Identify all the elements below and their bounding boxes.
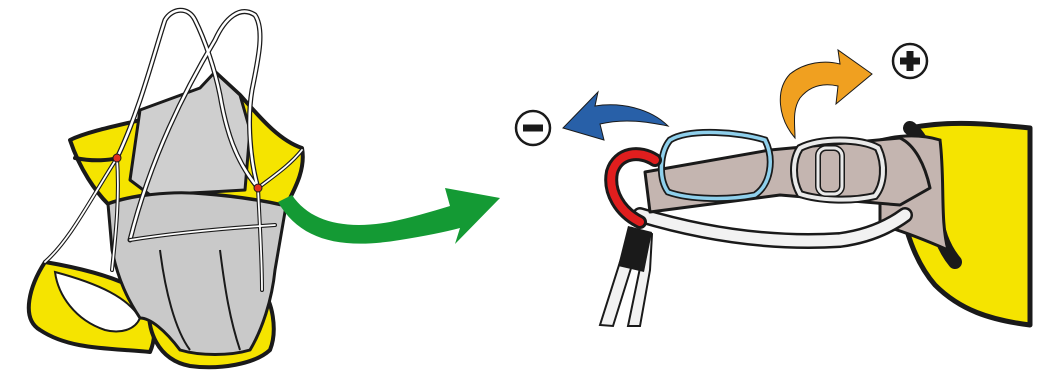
harness-seat xyxy=(106,191,288,356)
buckle-detail xyxy=(598,120,1033,328)
red-hook-fill xyxy=(607,150,659,226)
minus-sign-icon xyxy=(514,109,552,147)
lower-webbing-loop-fill xyxy=(634,209,911,247)
main-adjustment-strap xyxy=(643,136,932,214)
right-attachment-point xyxy=(253,183,263,193)
seat-fold-line xyxy=(219,249,241,351)
harness-illustration xyxy=(26,7,305,370)
harness-side-straps-white xyxy=(44,149,303,291)
harness-risers-white xyxy=(115,9,262,242)
direction-arrow-icon xyxy=(278,188,500,244)
harness-left-leg-inner xyxy=(53,270,142,333)
minus-sign-bar xyxy=(523,124,543,132)
tighten-arrow-icon xyxy=(779,48,873,140)
plus-sign-icon xyxy=(891,42,929,80)
buckle-icon xyxy=(790,136,887,204)
seat-fold-line xyxy=(159,249,191,351)
carabiner-icon xyxy=(658,129,774,202)
dangling-straps xyxy=(598,226,654,328)
plus-sign-vbar xyxy=(906,51,914,71)
left-attachment-point xyxy=(112,153,122,163)
loosen-arrow-icon xyxy=(562,90,670,141)
